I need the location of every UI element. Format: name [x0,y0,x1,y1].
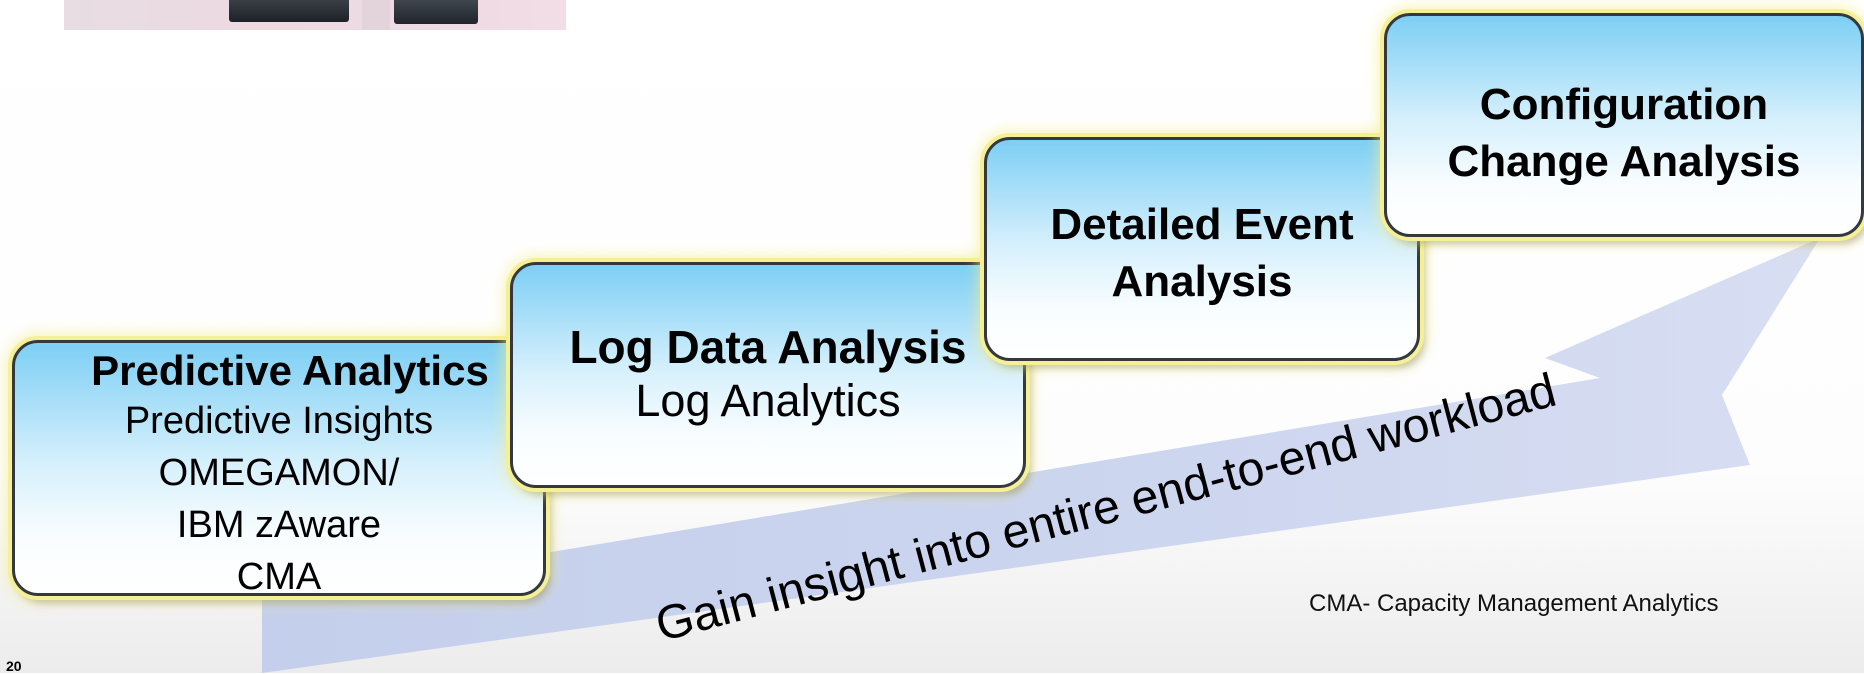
step-log-data-analysis: Log Data Analysis Log Analytics [510,262,1026,488]
step-detailed-event-analysis: Detailed Event Analysis [984,137,1420,361]
step1-line-4: CMA [236,556,322,598]
footnote: CMA- Capacity Management Analytics [1309,590,1719,617]
step1-line-1: Predictive Insights [124,400,434,442]
page-number: 20 [6,658,22,674]
step4-title-line-1: Configuration [1479,80,1769,129]
step2-line-1: Log Analytics [635,375,901,426]
step-configuration-change-analysis: Configuration Change Analysis [1384,13,1864,237]
arrow-body [262,238,1820,673]
step-predictive-analytics: Predictive Analytics Predictive Insights… [12,340,546,598]
server-box-right [394,0,478,24]
server-gap [362,0,390,30]
step3-title-line-1: Detailed Event [1050,200,1354,249]
product-photo-fragment [64,0,566,30]
step1-line-3: IBM zAware [176,504,382,546]
server-box-left [229,0,349,22]
step4-title-line-2: Change Analysis [1447,137,1801,186]
step3-title-line-2: Analysis [1111,257,1293,306]
step1-title: Predictive Analytics [91,347,489,394]
step2-title: Log Data Analysis [569,321,967,373]
step1-line-2: OMEGAMON/ [158,452,400,494]
